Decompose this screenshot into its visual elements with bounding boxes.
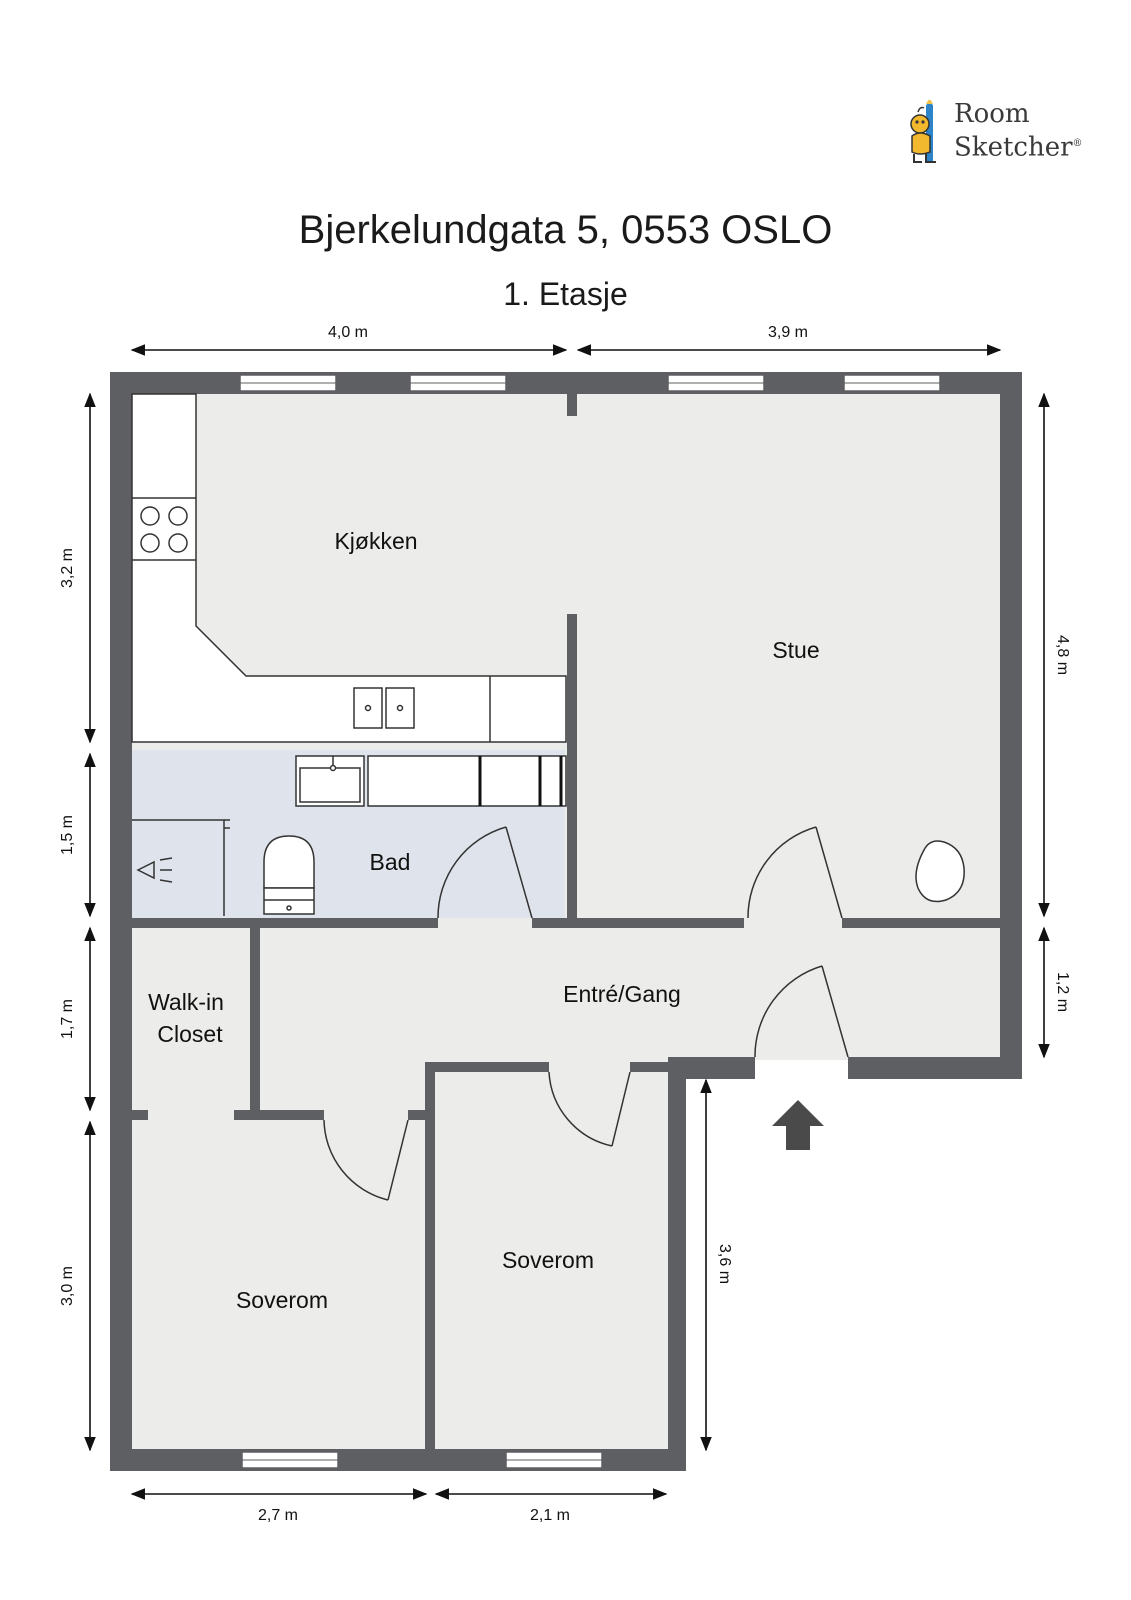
toilet-tank <box>263 887 315 915</box>
roomsketcher-logo: Room Sketcher® <box>908 98 1088 172</box>
bath-cabinet <box>367 755 567 807</box>
living-door <box>747 826 843 919</box>
wood-stove-icon <box>915 840 965 903</box>
brand-line2-text: Sketcher <box>954 132 1073 163</box>
entry-door <box>754 965 849 1058</box>
pencil-mascot-icon <box>910 98 936 163</box>
wall-hall-left <box>130 918 438 928</box>
dim-right-2: 1,2 m <box>1054 972 1071 1012</box>
registered-mark: ® <box>1072 138 1083 149</box>
counter-l-shape <box>131 393 567 743</box>
wall-bed2-top-left <box>425 1062 549 1072</box>
shower-area <box>132 819 230 916</box>
room-label-hall: Entré/Gang <box>563 981 681 1007</box>
wall-bed1-top-right <box>408 1110 428 1120</box>
bed1-door <box>323 1119 409 1201</box>
wall-top <box>110 372 1022 394</box>
cooktop-icon <box>140 506 188 553</box>
dim-bottom-right: 2,1 m <box>530 1507 570 1524</box>
entrance-arrow-icon <box>772 1100 824 1150</box>
wall-bed2-top-right <box>630 1062 675 1072</box>
wall-lower-right <box>668 1057 686 1471</box>
interior-walls <box>130 394 1000 1450</box>
page-title: Bjerkelundgata 5, 0553 OSLO <box>298 208 833 252</box>
brand-line1: Room <box>954 99 1030 129</box>
wall-closet-stub <box>130 1110 148 1120</box>
dim-top-right: 3,9 m <box>768 324 808 341</box>
room-label-living: Stue <box>772 637 819 663</box>
room-label-bedroom-1: Soverom <box>236 1287 328 1313</box>
wall-kitchen-stub <box>567 394 577 416</box>
dim-bottom-left: 2,7 m <box>258 1507 298 1524</box>
dim-top-left: 4,0 m <box>328 324 368 341</box>
wall-bed1-top <box>234 1110 324 1120</box>
kitchen-sink-icon <box>353 687 415 729</box>
doors <box>323 826 849 1201</box>
shower-head-icon <box>136 860 155 880</box>
wall-left <box>110 372 132 1471</box>
dim-left-1: 3,2 m <box>59 548 76 588</box>
dimension-lines <box>84 344 1050 1500</box>
wall-right <box>1000 372 1022 1079</box>
wall-hall-mid <box>532 918 744 928</box>
room-label-closet-1: Walk-in <box>148 989 224 1015</box>
bath-sink <box>295 755 365 807</box>
room-label-closet-2: Closet <box>157 1021 223 1047</box>
bath-fixtures <box>263 755 567 915</box>
brand-name: Room Sketcher® <box>954 100 1083 163</box>
room-label-bath: Bad <box>370 849 411 875</box>
wall-hall-right <box>842 918 1000 928</box>
room-label-kitchen: Kjøkken <box>334 528 417 554</box>
kitchen-counter <box>131 393 567 743</box>
wall-entry-left <box>668 1057 755 1079</box>
wall-entry-right <box>848 1057 1022 1079</box>
dim-left-4: 3,0 m <box>59 1266 76 1306</box>
floor-subtitle: 1. Etasje <box>503 276 628 312</box>
room-label-bedroom-2: Soverom <box>502 1247 594 1273</box>
bed2-door <box>548 1071 631 1147</box>
dim-inner-right: 3,6 m <box>716 1244 733 1284</box>
wall-closet-right <box>250 928 260 1111</box>
toilet-icon <box>263 835 315 889</box>
floor-lower <box>130 928 675 1458</box>
brand-line2: Sketcher® <box>954 129 1083 163</box>
cabinet-edges <box>478 756 563 806</box>
bath-door <box>437 826 533 919</box>
dim-left-3: 1,7 m <box>59 999 76 1039</box>
wall-kitchen-living <box>567 614 577 918</box>
dim-right-1: 4,8 m <box>1054 635 1071 675</box>
dim-left-2: 1,5 m <box>59 815 76 855</box>
window-sills <box>240 382 940 1461</box>
wall-bedrooms <box>425 1062 435 1450</box>
